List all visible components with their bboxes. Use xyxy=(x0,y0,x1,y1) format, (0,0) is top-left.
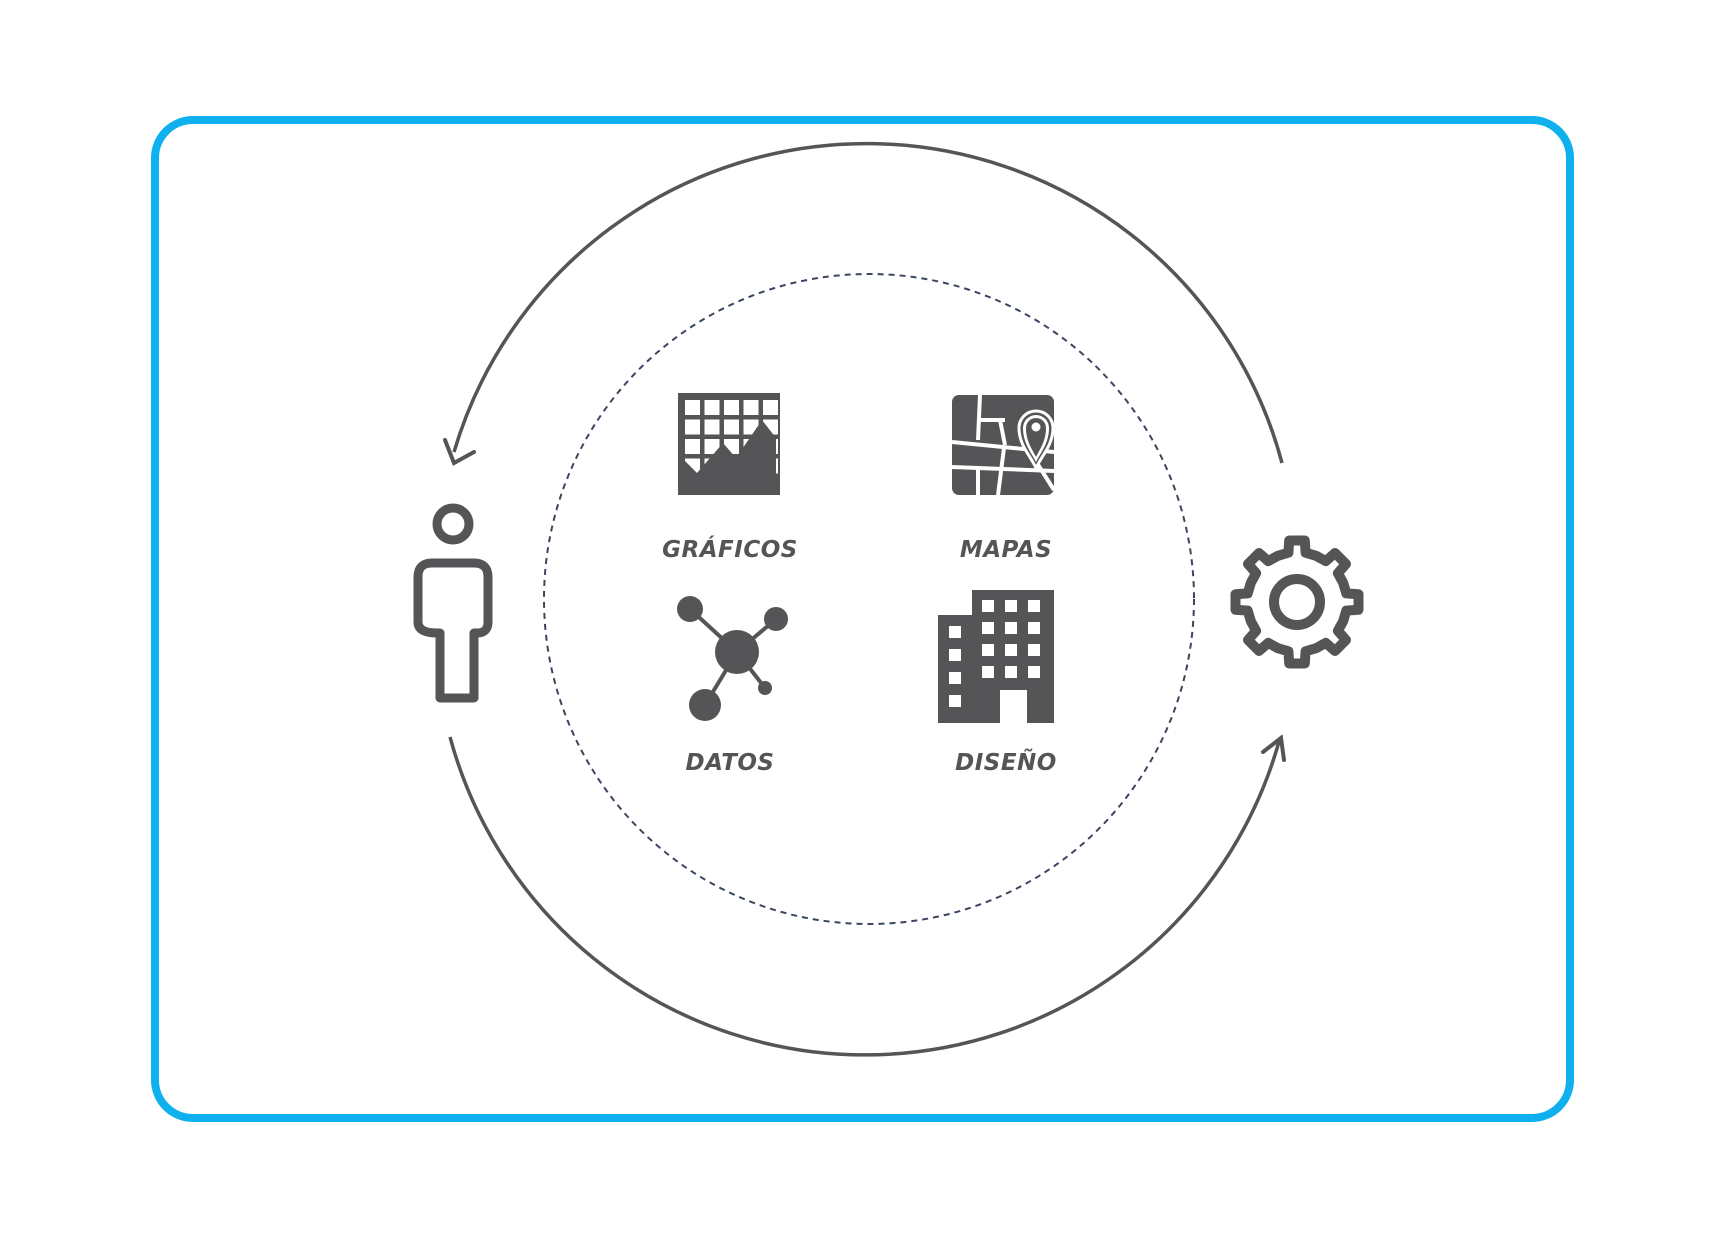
building-window xyxy=(1028,666,1040,678)
building-window xyxy=(949,672,961,684)
bottom-arrowhead-icon xyxy=(1261,734,1286,762)
building-window xyxy=(1028,622,1040,634)
chart-grid-cell xyxy=(763,400,778,415)
building-window xyxy=(1005,644,1017,656)
inner-dashed-circle xyxy=(543,273,1195,925)
chart-grid-icon xyxy=(678,393,780,495)
bottom-cycle-arrow xyxy=(448,734,1286,1057)
building-window xyxy=(949,626,961,638)
building-window xyxy=(982,644,994,656)
gear-outline xyxy=(1230,535,1364,669)
gear-icon xyxy=(1230,535,1364,669)
label-datos: DATOS xyxy=(685,750,775,776)
building-window xyxy=(949,649,961,661)
label-mapas: MAPAS xyxy=(959,537,1053,563)
label-graficos: GRÁFICOS xyxy=(662,537,798,563)
building-window xyxy=(982,622,994,634)
building-window xyxy=(982,600,994,612)
building-window xyxy=(1028,600,1040,612)
top-arrowhead-icon xyxy=(443,438,476,466)
chart-grid-cell xyxy=(704,439,720,454)
building-icon xyxy=(938,590,1054,723)
top-cycle-arrow xyxy=(443,141,1284,466)
label-diseno: DISEÑO xyxy=(955,750,1057,776)
chart-grid-cell xyxy=(685,419,700,435)
gear-hole xyxy=(1269,574,1325,630)
building-window xyxy=(949,695,961,707)
chart-grid-cell xyxy=(685,400,700,415)
building-window xyxy=(1028,644,1040,656)
building-window xyxy=(982,666,994,678)
chart-grid-cell xyxy=(704,419,720,435)
building-window xyxy=(1005,666,1017,678)
map-pin-icon xyxy=(951,394,1056,496)
chart-grid-cell xyxy=(704,400,720,415)
outer-frame xyxy=(151,116,1574,1122)
building-window xyxy=(1005,600,1017,612)
chart-grid-cell xyxy=(724,400,739,415)
data-network-icon xyxy=(677,596,788,721)
building-window xyxy=(1005,622,1017,634)
person-icon xyxy=(413,503,493,703)
chart-grid-cell xyxy=(743,400,759,415)
chart-grid-cell xyxy=(685,439,700,454)
chart-grid-cell xyxy=(724,419,739,435)
